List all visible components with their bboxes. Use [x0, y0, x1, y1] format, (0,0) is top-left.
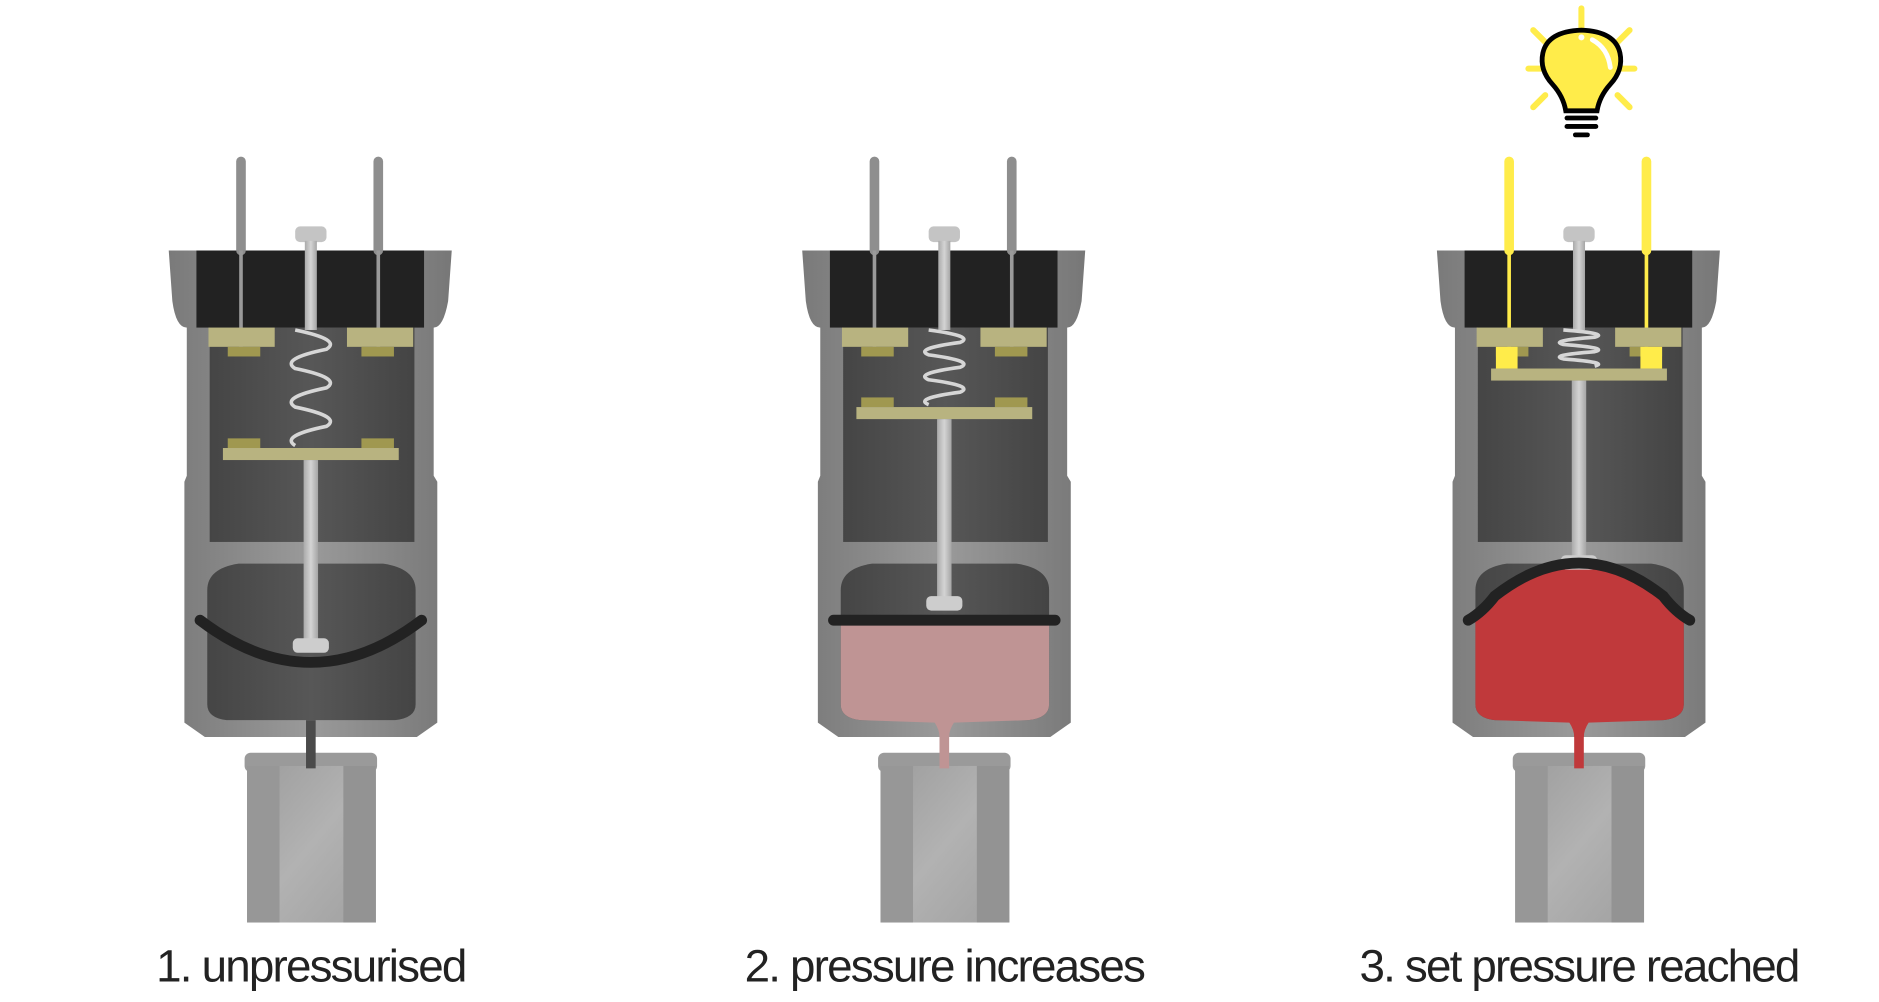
spring — [922, 328, 966, 407]
fixed-contact — [346, 327, 414, 347]
fixed-contact — [1476, 327, 1543, 347]
fixed-contact-pad — [994, 346, 1028, 357]
fixed-contact-pad — [227, 346, 261, 357]
terminal-wire — [872, 250, 877, 347]
moving-contact-plate — [222, 448, 399, 461]
moving-contact-plate — [856, 407, 1033, 420]
terminal-pin — [373, 156, 384, 256]
stage-label: 3. set pressure reached — [1359, 941, 1798, 992]
pressure-port-channel — [306, 720, 316, 769]
fixed-contact — [208, 327, 275, 347]
fixed-contact — [980, 327, 1047, 347]
terminal-pin — [236, 156, 246, 256]
moving-contact-pad — [994, 397, 1028, 408]
terminal-pin — [1504, 156, 1514, 256]
pressure-switch-switched: 3. set pressure reached — [1359, 156, 1800, 992]
fixed-contact — [1615, 327, 1682, 347]
spring — [289, 328, 333, 448]
terminal-pin — [1641, 156, 1652, 256]
moving-contact-plate — [1491, 368, 1667, 381]
fixed-contact — [841, 327, 909, 347]
fixed-contact-pad — [861, 346, 894, 357]
terminal-wire — [1644, 250, 1649, 347]
terminal-wire — [1009, 250, 1014, 347]
pressure-medium — [1475, 563, 1684, 738]
closed-contact — [1495, 346, 1518, 369]
light-bulb-icon — [1525, 5, 1638, 138]
spring — [1557, 328, 1601, 368]
pressure-medium — [840, 620, 1050, 738]
moving-contact-pad — [861, 397, 894, 408]
diaphragm — [194, 614, 428, 668]
terminal-pin — [869, 156, 880, 256]
terminal-pin — [1006, 156, 1017, 256]
terminal-wire — [1507, 250, 1511, 347]
pressure-switch-pressure-increasing: 2. pressure increases — [745, 156, 1147, 992]
adjusting-screw-shaft — [938, 240, 951, 330]
pressure-port-channel — [1574, 720, 1584, 769]
push-rod-cap — [926, 596, 963, 611]
stage-label: 2. pressure increases — [745, 941, 1145, 992]
moving-contact-pad — [227, 438, 261, 449]
stage-label: 1. unpressurised — [156, 941, 465, 992]
terminal-wire — [239, 250, 243, 347]
adjusting-screw-shaft — [304, 240, 317, 330]
pressure-port-channel — [939, 720, 950, 769]
push-rod — [303, 460, 319, 645]
closed-contact — [1640, 346, 1663, 369]
diaphragm — [1462, 557, 1696, 626]
adjusting-screw-head — [295, 226, 327, 243]
adjusting-screw-head — [928, 226, 960, 243]
adjusting-screw-head — [1563, 226, 1595, 243]
adjusting-screw-shaft — [1572, 240, 1586, 330]
push-rod — [937, 419, 952, 603]
push-rod-cap — [292, 638, 329, 653]
pressure-switch-unpressurised: 1. unpressurised — [156, 156, 467, 992]
fixed-contact-pad — [361, 346, 394, 357]
terminal-wire — [376, 250, 381, 347]
push-rod — [1571, 380, 1587, 562]
moving-contact-pad — [361, 438, 394, 449]
